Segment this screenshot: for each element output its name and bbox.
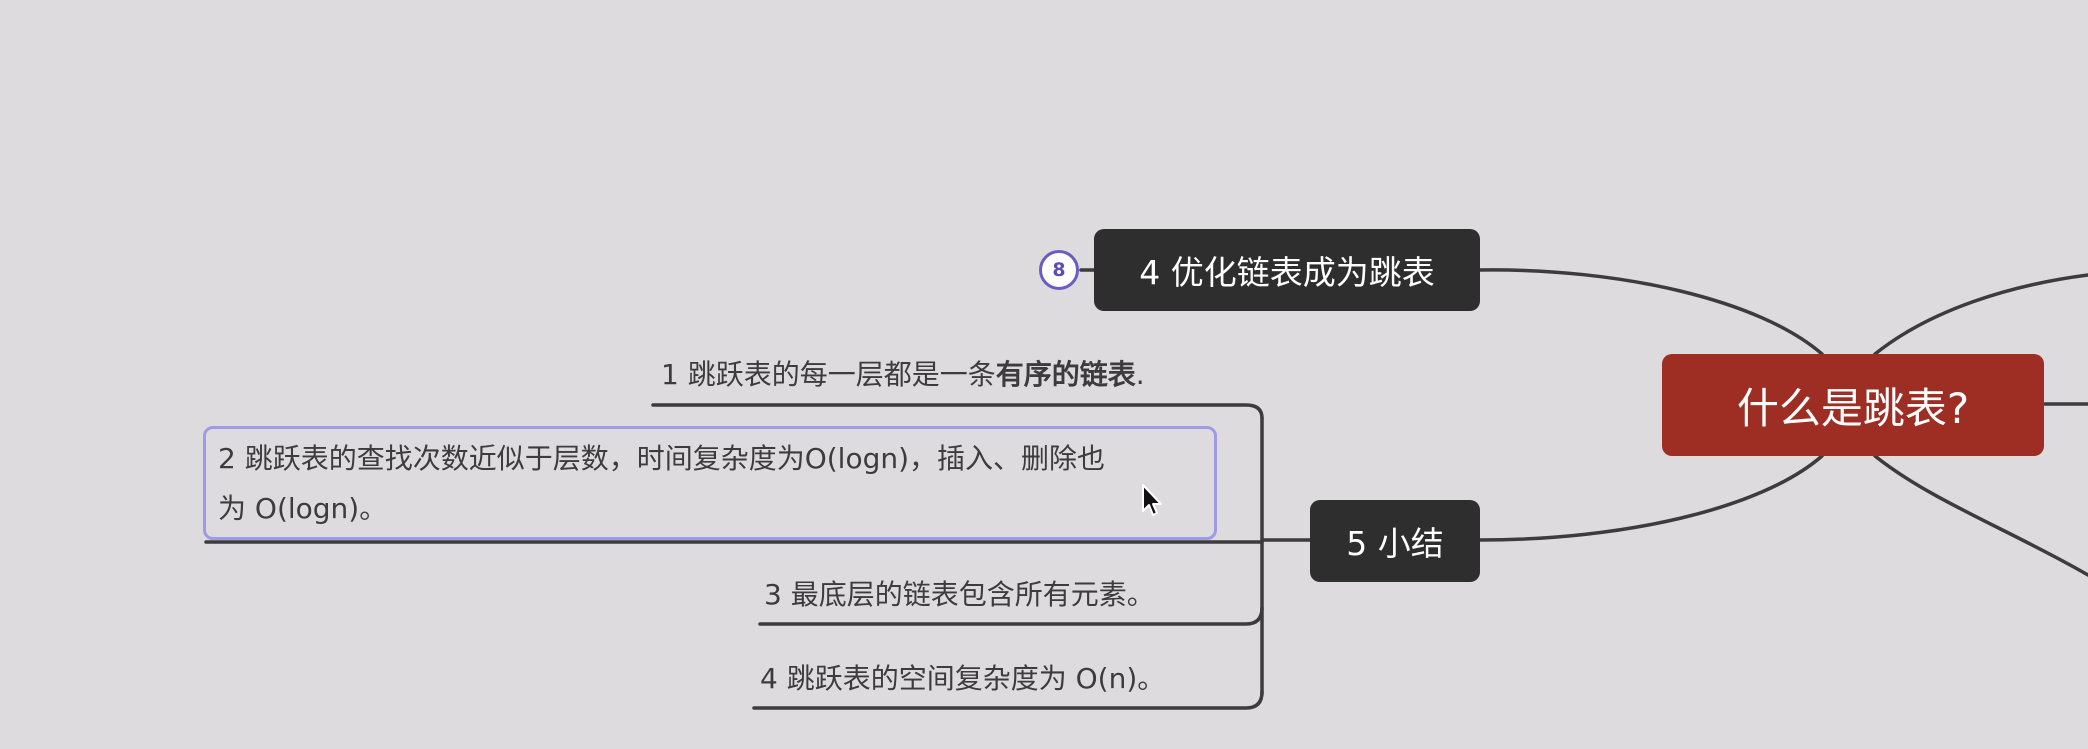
root-topic-label: 什么是跳表? [1736, 383, 1970, 433]
connector-root-to-summary [1478, 454, 1824, 542]
summary-item-4[interactable]: 4 跳跃表的空间复杂度为 O(n)。 [760, 657, 1165, 697]
summary-item-3[interactable]: 3 最底层的链表包含所有元素。 [764, 573, 1155, 613]
topic-optimize-label: 4 优化链表成为跳表 [1139, 253, 1435, 292]
topic-summary[interactable]: 5 小结 [1310, 500, 1480, 582]
summary-item-1-text: 1 跳跃表的每一层都是一条 [661, 358, 996, 391]
root-topic[interactable]: 什么是跳表? [1662, 354, 2044, 456]
topic-summary-label: 5 小结 [1346, 524, 1444, 563]
summary-item-1-suffix: . [1135, 358, 1145, 391]
connector-root-to-right-bottom [1873, 454, 2088, 577]
summary-item-3-text: 3 最底层的链表包含所有元素。 [764, 578, 1155, 611]
underline-item-3 [758, 606, 1264, 626]
summary-item-1[interactable]: 1 跳跃表的每一层都是一条有序的链表. [661, 353, 1145, 393]
mouse-pointer-icon [1142, 484, 1162, 516]
summary-item-4-text: 4 跳跃表的空间复杂度为 O(n)。 [760, 662, 1166, 695]
summary-item-2-selected[interactable]: 2 跳跃表的查找次数近似于层数，时间复杂度为O(logn)，插入、删除也 为 O… [203, 426, 1217, 540]
collapsed-count: 8 [1052, 259, 1066, 281]
summary-item-2-line-2: 为 O(logn)。 [218, 492, 388, 525]
connector-root-to-optimize [1478, 268, 1824, 356]
topic-optimize-linked-list[interactable]: 4 优化链表成为跳表 [1094, 229, 1480, 311]
summary-item-1-bold: 有序的链表 [995, 358, 1136, 391]
underline-item-4 [752, 690, 1264, 710]
connector-root-to-right-top [1873, 273, 2088, 356]
underline-item-1 [651, 403, 1264, 420]
summary-item-2-line-1: 2 跳跃表的查找次数近似于层数，时间复杂度为O(logn)，插入、删除也 [218, 442, 1106, 475]
collapsed-count-badge[interactable]: 8 [1039, 250, 1079, 290]
